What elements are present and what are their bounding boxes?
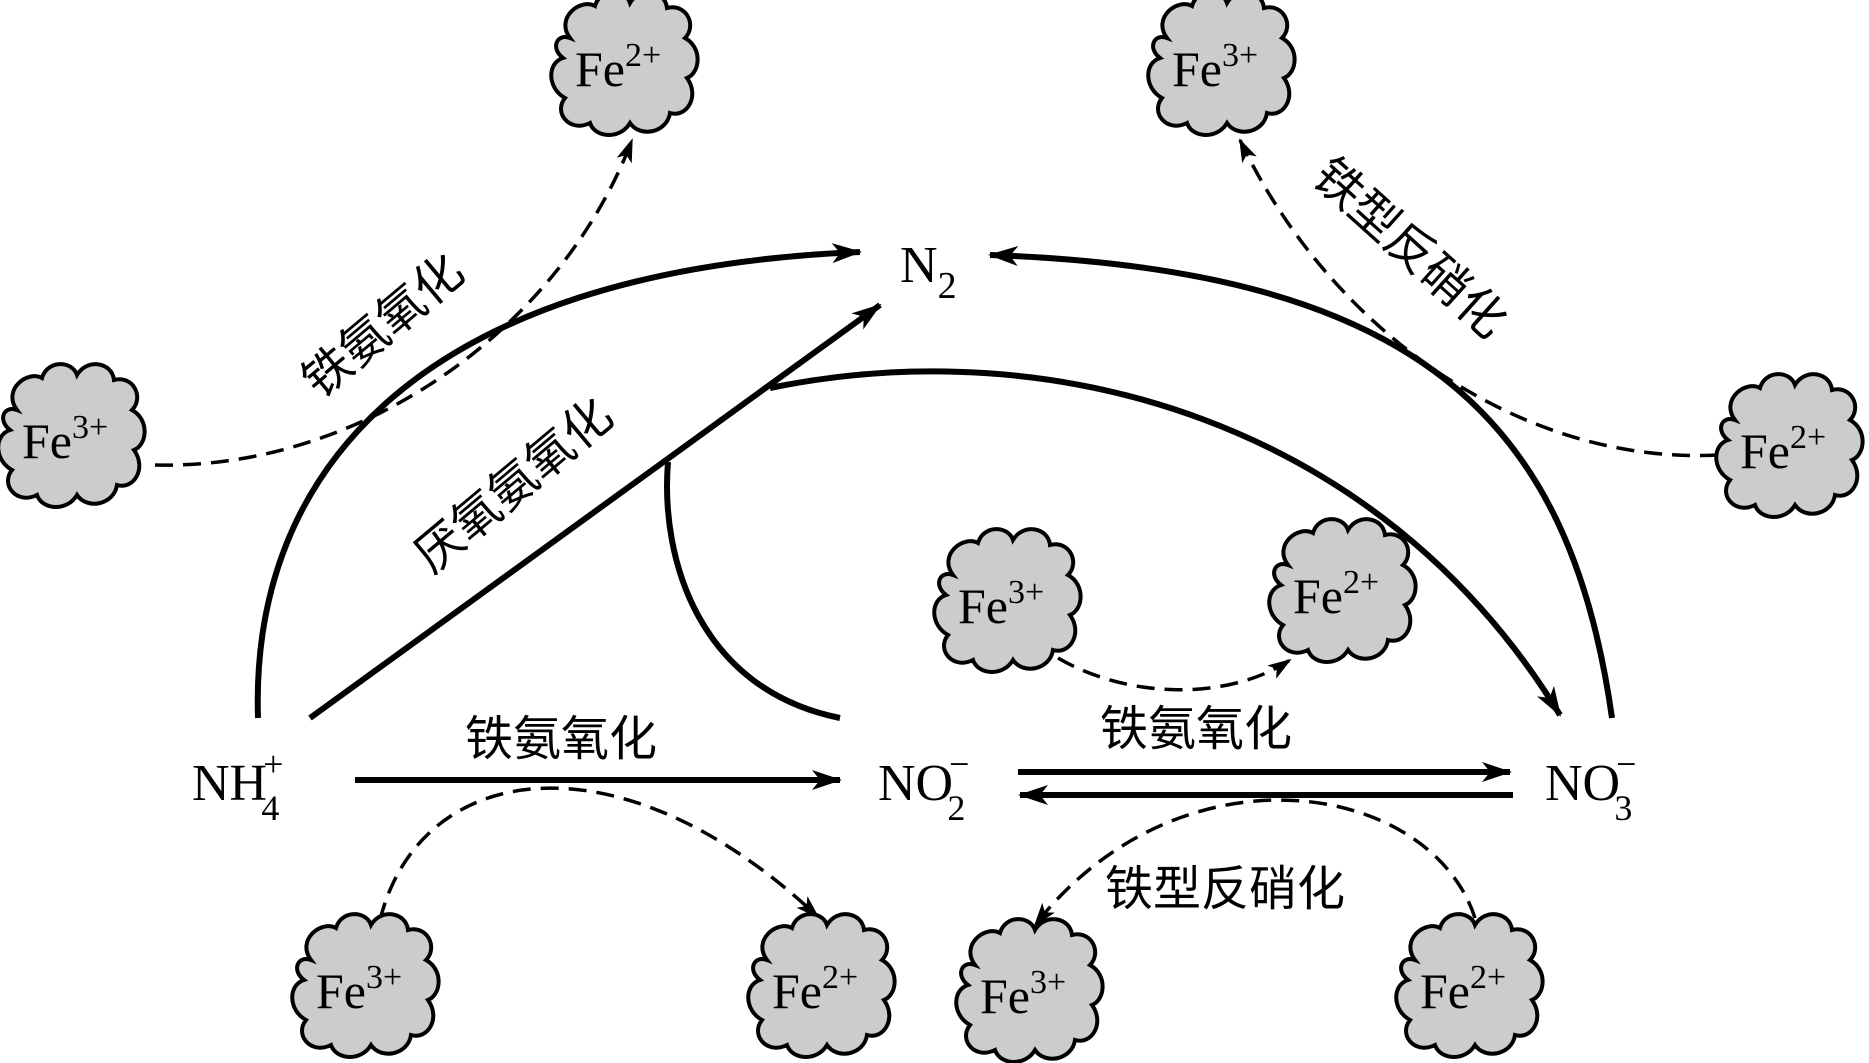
line-no2-to-anammox bbox=[664, 461, 841, 721]
label-fe-denitrification-bottom: 铁型反硝化 bbox=[1105, 861, 1345, 917]
iron-cloud-right-fe2: Fe2+ bbox=[1714, 372, 1865, 520]
species-no3: NO−3 bbox=[1545, 744, 1636, 828]
label-feammox-no2-no3: 铁氨氧化 bbox=[1100, 701, 1292, 757]
arrow-anammox-nh4-to-n2 bbox=[308, 302, 882, 721]
iron-ion-label: Fe3+ bbox=[1172, 37, 1258, 97]
iron-cloud-top-left-fe2: Fe2+ bbox=[549, 0, 700, 138]
species-no2: NO−2 bbox=[878, 744, 969, 828]
iron-ion-label: Fe3+ bbox=[958, 574, 1044, 634]
iron-cloud-mid-fe3: Fe3+ bbox=[932, 527, 1083, 675]
dashed-arrow-fe3-to-fe2-top-left bbox=[154, 138, 634, 467]
iron-ion-label: Fe2+ bbox=[772, 959, 858, 1019]
dashed-arrow-fe3-to-fe2-mid bbox=[1057, 656, 1292, 692]
arrow-branch-to-no3 bbox=[769, 368, 1563, 717]
dashed-arrow-fe2-to-fe3-top-right bbox=[1238, 138, 1719, 458]
iron-ion-label: Fe3+ bbox=[316, 959, 402, 1019]
label-feammox-nh4-no2: 铁氨氧化 bbox=[465, 711, 657, 767]
species-n2: N2 bbox=[900, 237, 957, 307]
iron-ion-label: Fe2+ bbox=[1420, 959, 1506, 1019]
dashed-arrow-fe3-to-fe2-bottom-left bbox=[378, 786, 820, 921]
arrow-no3-to-n2-fe-denitrification bbox=[988, 245, 1615, 719]
iron-cloud-bottom-fe3-a: Fe3+ bbox=[290, 912, 441, 1060]
iron-ion-label: Fe3+ bbox=[980, 964, 1066, 1024]
label-anammox: 厌氧氨氧化 bbox=[404, 387, 624, 584]
iron-cloud-bottom-fe3-b: Fe3+ bbox=[954, 917, 1105, 1063]
iron-ion-label: Fe2+ bbox=[1293, 564, 1379, 624]
iron-cloud-left-fe3: Fe3+ bbox=[0, 362, 147, 510]
arrow-nh4-to-n2-feammox bbox=[254, 243, 862, 719]
iron-cloud-mid-fe2: Fe2+ bbox=[1267, 517, 1418, 665]
species-nh4: NH+4 bbox=[192, 744, 283, 828]
label-feammox-top: 铁氨氧化 bbox=[292, 243, 475, 409]
dashed-arrow-fe2-to-fe3-bottom-right bbox=[1033, 798, 1477, 927]
iron-cloud-bottom-fe2-a: Fe2+ bbox=[746, 912, 897, 1060]
iron-cloud-bottom-fe2-b: Fe2+ bbox=[1394, 912, 1545, 1060]
iron-ion-label: Fe2+ bbox=[575, 37, 661, 97]
iron-ion-label: Fe2+ bbox=[1740, 419, 1826, 479]
iron-cloud-top-right-fe3: Fe3+ bbox=[1146, 0, 1297, 138]
iron-ion-label: Fe3+ bbox=[22, 409, 108, 469]
